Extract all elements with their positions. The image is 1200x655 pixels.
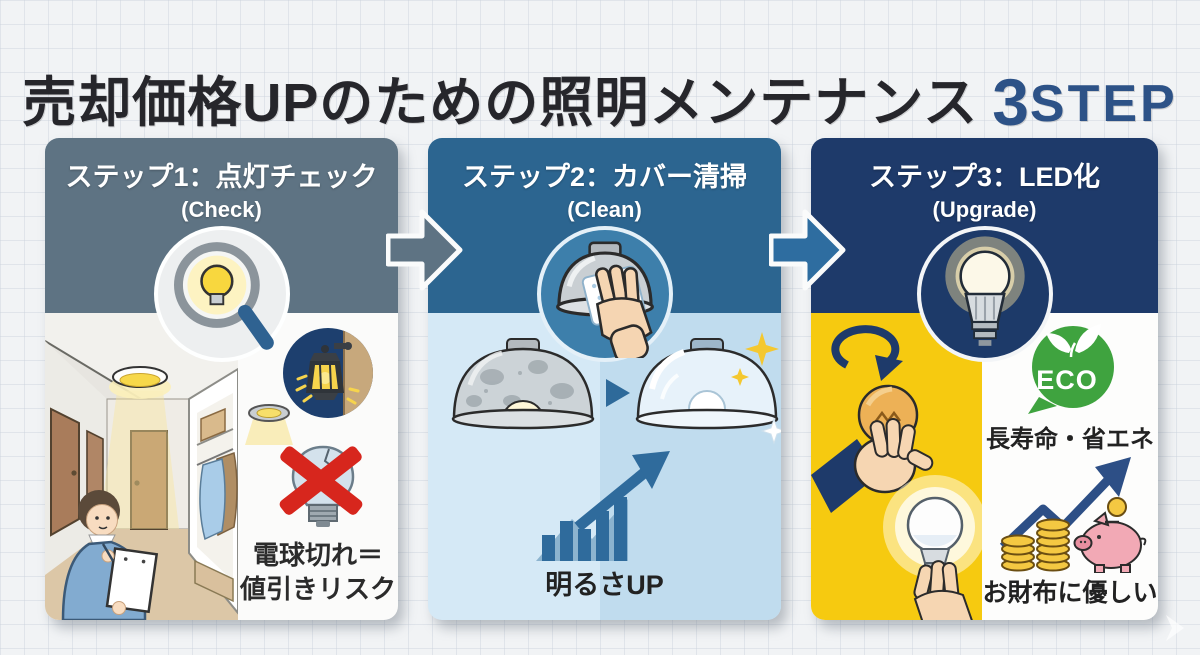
step3-benefit-bottom: お財布に優しい: [982, 579, 1158, 607]
title-accent-text: STEP: [1029, 75, 1178, 134]
step1-title: ステップ1：点灯チェック: [65, 162, 378, 192]
downlight-icon: [241, 403, 297, 449]
title-main: 売却価格UPのための照明メンテナンス: [22, 73, 979, 134]
step1-body: 電球切れ＝ 値引きリスク: [45, 313, 398, 620]
dirty-cover-icon: [451, 338, 595, 430]
hand-icon: [811, 417, 934, 513]
brightness-chart-icon: [536, 451, 670, 561]
step1-caption: 電球切れ＝ 値引きリスク: [238, 539, 398, 607]
step2-panel: ステップ2：カバー清掃 (Clean): [428, 138, 781, 620]
eco-badge-label: ECO: [1036, 365, 1098, 395]
step3-panel: ステップ3：LED化 (Upgrade): [811, 138, 1158, 620]
watermark-chevron-icon: [1160, 613, 1190, 643]
hand-icon: [594, 264, 653, 358]
hallway-check-illustration: [45, 313, 239, 620]
step1-caption-line2: 値引きリスク: [239, 573, 396, 604]
step1-panel: ステップ1：点灯チェック (Check): [45, 138, 398, 620]
coin-stack-icon: [1001, 518, 1070, 572]
step3-benefit-top: 長寿命・省エネ: [986, 426, 1154, 453]
step2-body: 明るさUP: [428, 313, 781, 620]
eco-badge-icon: ECO: [1023, 319, 1121, 419]
clean-cover-icon: [635, 332, 781, 445]
led-glow-bulb-icon: [916, 226, 1053, 362]
cover-cleaning-illustration: [428, 313, 781, 620]
swap-rotate-icon: [831, 325, 903, 381]
step2-caption: 明るさUP: [545, 570, 664, 600]
inspector-person: [61, 490, 159, 620]
wipe-cover-icon: [536, 226, 673, 362]
step2-subtitle: (Clean): [567, 197, 642, 222]
title-accent-number: 3: [992, 65, 1030, 140]
step3-subtitle: (Upgrade): [932, 197, 1037, 222]
step1-caption-line1: 電球切れ＝: [252, 540, 383, 570]
hand-icon: [913, 560, 973, 620]
transition-arrow-icon: [606, 379, 630, 407]
red-x-mark: [279, 446, 363, 515]
magnifier-bulb-icon: [153, 226, 290, 362]
piggy-bank-icon: [1073, 497, 1147, 574]
sparkle-icon: [731, 332, 781, 445]
step-arrow-2to3-icon: [768, 202, 847, 298]
bulb-swap-illustration: [811, 313, 987, 620]
step-arrow-1to2-icon: [385, 202, 464, 298]
step2-header: ステップ2：カバー清掃 (Clean): [428, 138, 781, 313]
porch-light-icon: [282, 327, 374, 419]
savings-chart-icon: [995, 455, 1147, 574]
step3-title: ステップ3：LED化: [868, 162, 1101, 192]
step3-body: ECO 長寿命・省エネ: [811, 313, 1158, 620]
broken-bulb-icon: [271, 437, 375, 541]
step1-subtitle: (Check): [181, 197, 262, 222]
step2-title: ステップ2：カバー清掃: [461, 162, 748, 192]
